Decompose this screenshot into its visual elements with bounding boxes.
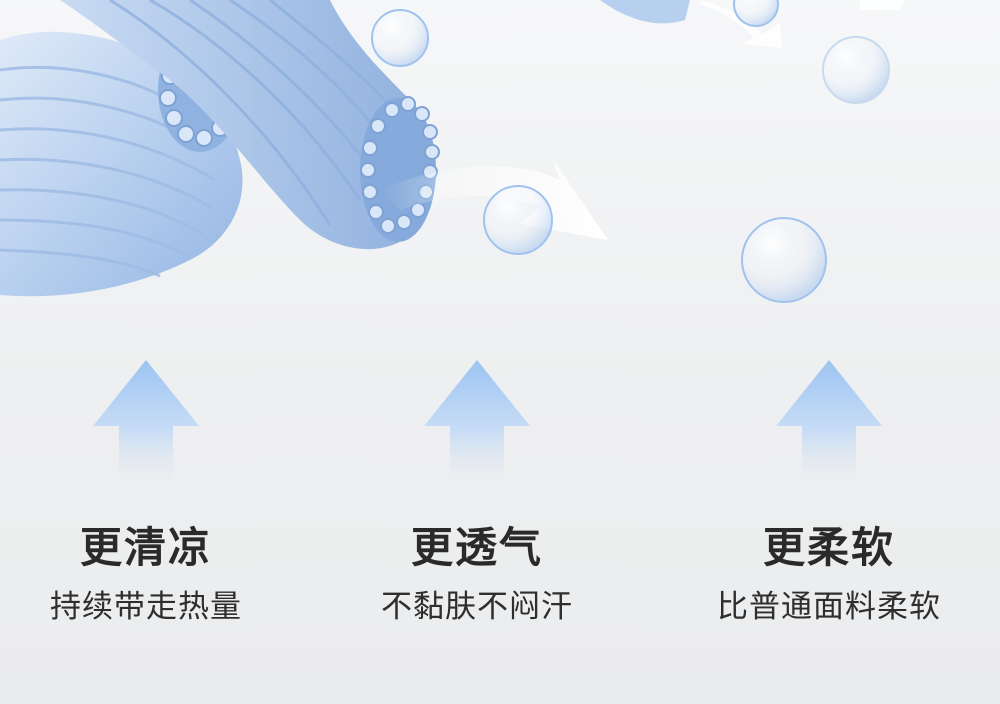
feature-title: 更柔软 <box>762 523 895 572</box>
air-bubbles <box>371 0 890 303</box>
feature-title: 更清凉 <box>79 523 212 572</box>
airflow-arrows <box>380 0 782 240</box>
fabric-fiber-illustration <box>0 0 905 303</box>
feature-subtitle: 比普通面料柔软 <box>717 589 941 625</box>
feature-title: 更透气 <box>410 523 543 572</box>
feature-subtitle: 持续带走热量 <box>50 589 242 625</box>
feature-breathable: 更透气 不黏肤不闷汗 <box>327 360 627 626</box>
up-arrow-icon <box>776 360 882 480</box>
feature-cooling: 更清凉 持续带走热量 <box>0 360 296 626</box>
fiber-rope-top <box>600 0 905 24</box>
up-arrow-icon <box>93 360 199 480</box>
feature-subtitle: 不黏肤不闷汗 <box>381 589 573 625</box>
up-arrow-icon <box>424 360 530 480</box>
feature-softness: 更柔软 比普通面料柔软 <box>679 360 979 626</box>
